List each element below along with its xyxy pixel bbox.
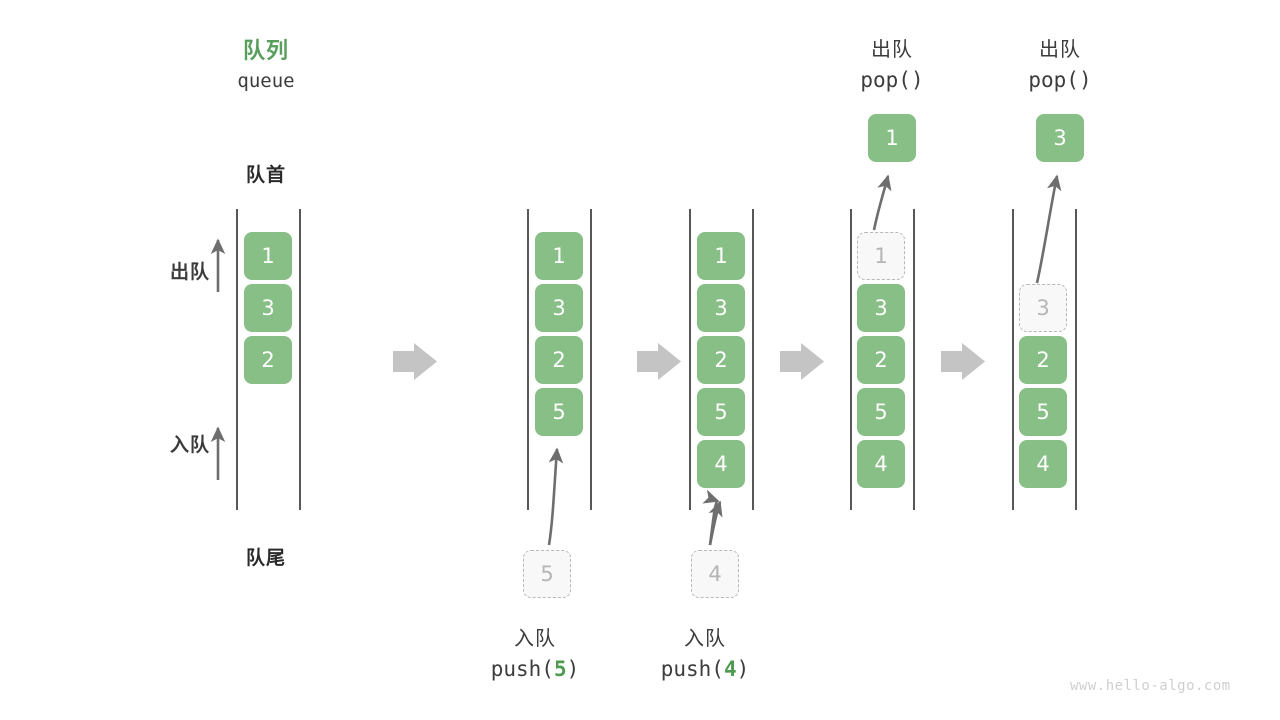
step-arrow-3	[780, 343, 824, 380]
push-4-label-code: push(4)	[625, 657, 785, 681]
step-arrow-1	[393, 343, 437, 380]
queue-cell: 2	[1019, 336, 1067, 384]
push-4-arrow-shaft	[708, 500, 723, 546]
pop-3-arrow	[1035, 174, 1062, 284]
push-5-label-cn: 入队	[514, 626, 556, 650]
popped-element: 1	[868, 114, 916, 162]
pop-1-label-cn: 出队	[871, 37, 913, 61]
queue-rail-left-2	[527, 209, 529, 510]
queue-cell: 2	[697, 336, 745, 384]
queue-cell: 4	[857, 440, 905, 488]
enqueue-direction-label: 入队	[169, 434, 210, 456]
queue-rail-right-2	[590, 209, 592, 510]
push-5-label-code: push(5)	[455, 657, 615, 681]
push-4-label-cn: 入队	[684, 626, 726, 650]
diagram-title-cn: 队列	[242, 39, 289, 64]
queue-rail-right-4	[913, 209, 915, 510]
pop-3-code-prefix: pop(	[1028, 68, 1079, 92]
queue-cell: 4	[697, 440, 745, 488]
queue-cell: 1	[697, 232, 745, 280]
diagram-title-code: queue	[237, 70, 295, 92]
pop-1-code-suffix: )	[910, 68, 924, 92]
step-arrow-2	[637, 343, 681, 380]
pop-3-label-code: pop()	[990, 68, 1130, 92]
pop-1-arrow	[872, 174, 892, 231]
queue-cell: 5	[697, 388, 745, 436]
pop-1-code-prefix: pop(	[860, 68, 911, 92]
push-5-arrow	[547, 447, 564, 546]
queue-tail-label: 队尾	[245, 547, 286, 569]
pop-3-code-suffix: )	[1078, 68, 1092, 92]
queue-cell: 1	[535, 232, 583, 280]
queue-rail-left-4	[850, 209, 852, 510]
queue-cell: 5	[1019, 388, 1067, 436]
queue-cell: 3	[697, 284, 745, 332]
queue-rail-right-5	[1075, 209, 1077, 510]
queue-rail-right-3	[752, 209, 754, 510]
queue-rail-left-1	[236, 209, 238, 510]
incoming-element-ghost: 4	[691, 550, 739, 598]
queue-cell: 2	[244, 336, 292, 384]
watermark: www.hello-algo.com	[1070, 678, 1231, 694]
queue-cell-ghost: 1	[857, 232, 905, 280]
queue-head-label: 队首	[245, 164, 286, 186]
queue-cell: 3	[857, 284, 905, 332]
queue-cell: 3	[244, 284, 292, 332]
pop-3-label-cn: 出队	[1039, 37, 1081, 61]
push-4-arrow	[702, 489, 720, 546]
push-4-code-suffix: )	[736, 657, 750, 681]
incoming-element-ghost: 5	[523, 550, 571, 598]
queue-cell: 5	[535, 388, 583, 436]
push-5-code-prefix: push(	[490, 657, 554, 681]
step-arrow-4	[941, 343, 985, 380]
queue-rail-left-3	[689, 209, 691, 510]
pop-1-label-code: pop()	[822, 68, 962, 92]
queue-cell: 4	[1019, 440, 1067, 488]
queue-cell: 2	[535, 336, 583, 384]
push-4-code-arg: 4	[723, 657, 737, 681]
queue-cell: 3	[535, 284, 583, 332]
push-5-code-suffix: )	[566, 657, 580, 681]
queue-cell-ghost: 3	[1019, 284, 1067, 332]
dequeue-direction-label: 出队	[169, 261, 210, 283]
queue-cell: 2	[857, 336, 905, 384]
popped-element: 3	[1036, 114, 1084, 162]
queue-rail-left-5	[1012, 209, 1014, 510]
push-5-code-arg: 5	[553, 657, 567, 681]
push-4-code-prefix: push(	[660, 657, 724, 681]
queue-cell: 5	[857, 388, 905, 436]
queue-cell: 1	[244, 232, 292, 280]
queue-rail-right-1	[299, 209, 301, 510]
